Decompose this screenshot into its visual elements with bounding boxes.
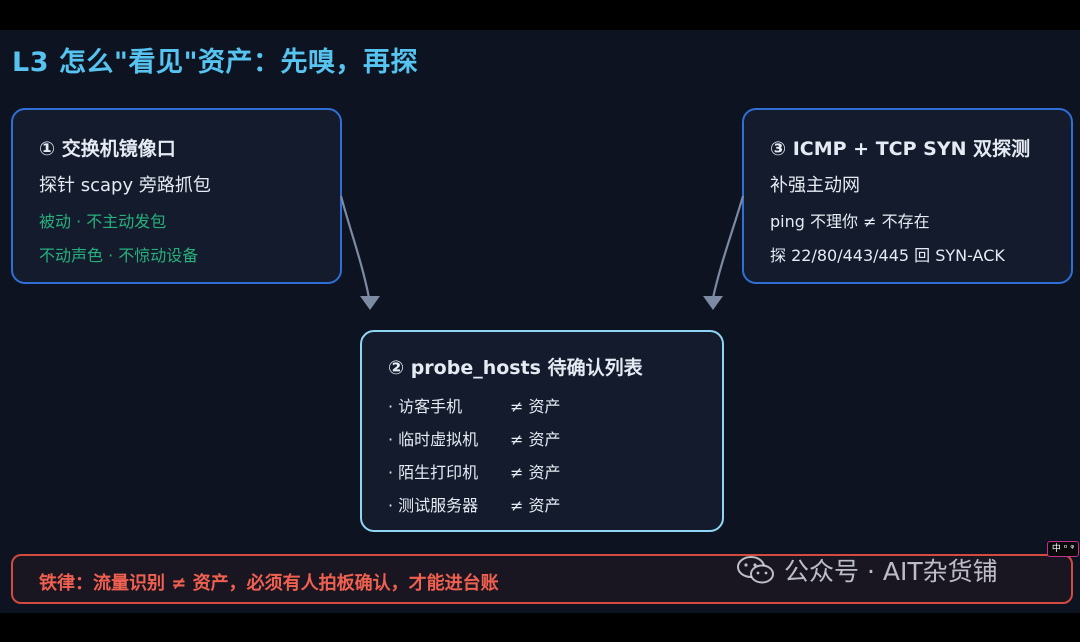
arrow-card3-to-card2 [711,195,745,299]
card-dual-probe-line3: 探 22/80/443/445 回 SYN-ACK [770,246,1005,265]
card-switch-mirror-line2: 被动 · 不主动发包 [39,212,167,231]
wechat-icon [737,556,774,584]
list-item-note: ≠ 资产 [510,463,561,482]
arrow-card1-to-card2 [339,195,371,299]
card-dual-probe: ③ ICMP + TCP SYN 双探测 补强主动网 ping 不理你 ≠ 不存… [742,108,1073,284]
list-item-label: · 陌生打印机 [388,463,479,482]
slide-title: L3 怎么"看见"资产：先嗅，再探 [12,47,419,78]
iron-rule-banner: 铁律：流量识别 ≠ 资产，必须有人拍板确认，才能进台账 [11,554,1073,604]
card-dual-probe-line1: 补强主动网 [770,175,860,196]
wechat-watermark: 公众号 · AIT杂货铺 [736,554,998,586]
card-switch-mirror-heading: ① 交换机镜像口 [39,138,176,160]
list-item: · 陌生打印机 ≠ 资产 [388,459,561,483]
card-probe-hosts: ② probe_hosts 待确认列表 · 访客手机 ≠ 资产 · 临时虚拟机 … [360,330,724,532]
iron-rule-text: 铁律：流量识别 ≠ 资产，必须有人拍板确认，才能进台账 [39,573,499,594]
card-switch-mirror-line3: 不动声色 · 不惊动设备 [39,246,199,265]
list-item-label: · 访客手机 [388,397,463,416]
list-item-note: ≠ 资产 [510,397,561,416]
list-item: · 临时虚拟机 ≠ 资产 [388,426,561,450]
card-probe-hosts-heading: ② probe_hosts 待确认列表 [388,357,643,379]
list-item: · 测试服务器 ≠ 资产 [388,492,561,516]
arrow-head-right [703,296,723,310]
list-item-note: ≠ 资产 [510,430,561,449]
card-switch-mirror: ① 交换机镜像口 探针 scapy 旁路抓包 被动 · 不主动发包 不动声色 ·… [11,108,342,284]
input-method-badge: 中 ᵒ ᵠ [1047,541,1079,557]
card-dual-probe-line2: ping 不理你 ≠ 不存在 [770,212,930,231]
list-item-label: · 测试服务器 [388,496,479,515]
list-item-label: · 临时虚拟机 [388,430,479,449]
list-item-note: ≠ 资产 [510,496,561,515]
card-dual-probe-heading: ③ ICMP + TCP SYN 双探测 [770,138,1031,160]
watermark-text: 公众号 · AIT杂货铺 [784,557,998,586]
list-item: · 访客手机 ≠ 资产 [388,393,561,417]
card-switch-mirror-line1: 探针 scapy 旁路抓包 [39,175,211,196]
arrow-head-left [360,296,380,310]
